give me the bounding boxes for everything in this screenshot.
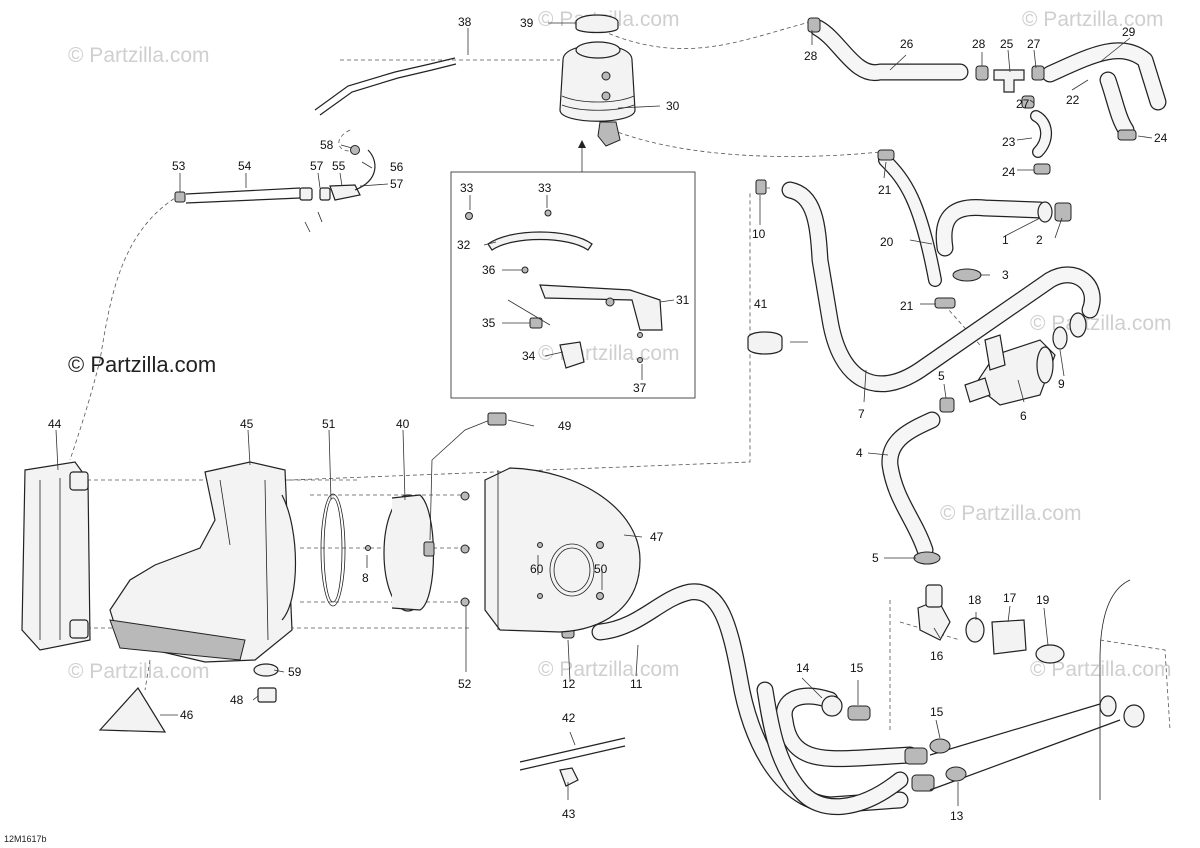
coolant-reservoir [559, 41, 636, 147]
heat-exchanger-cover [484, 467, 641, 633]
callout-24: 24 [1154, 131, 1168, 145]
callout-19: 19 [1036, 593, 1050, 607]
callout-59: 59 [288, 665, 302, 679]
callout-7: 7 [858, 407, 865, 421]
callout-27: 27 [1027, 37, 1041, 51]
radiator [21, 461, 91, 651]
callout-16: 16 [930, 649, 944, 663]
callout-22: 22 [1066, 93, 1080, 107]
callout-26: 26 [900, 37, 914, 51]
callout-37: 37 [633, 381, 647, 395]
watermark: © Partzilla.com [940, 502, 1082, 525]
callout-57: 57 [310, 159, 324, 173]
callout-13: 13 [950, 809, 964, 823]
callout-27: 27 [1016, 97, 1030, 111]
callout-47: 47 [650, 530, 664, 544]
callout-42: 42 [562, 711, 576, 725]
watermark: © Partzilla.com [68, 44, 210, 67]
drawing-code: 12M1617b [4, 834, 47, 844]
callout-52: 52 [458, 677, 472, 691]
callout-49: 49 [558, 419, 572, 433]
callout-14: 14 [796, 661, 810, 675]
watermark-main: © Partzilla.com [68, 352, 216, 377]
watermark: © Partzilla.com [68, 660, 210, 683]
callout-30: 30 [666, 99, 680, 113]
callout-5: 5 [938, 369, 945, 383]
callout-21: 21 [900, 299, 914, 313]
callout-18: 18 [968, 593, 982, 607]
callout-17: 17 [1003, 591, 1017, 605]
callout-36: 36 [482, 263, 496, 277]
callout-11: 11 [630, 677, 643, 691]
callout-39: 39 [520, 16, 534, 30]
callout-28: 28 [804, 49, 818, 63]
callout-51: 51 [322, 417, 336, 431]
callout-60: 60 [530, 562, 544, 576]
watermark: © Partzilla.com [538, 658, 680, 681]
callout-50: 50 [594, 562, 608, 576]
callout-3: 3 [1002, 268, 1009, 282]
callout-10: 10 [752, 227, 766, 241]
callout-4: 4 [856, 446, 863, 460]
callout-1: 1 [1002, 233, 1009, 247]
callout-28: 28 [972, 37, 986, 51]
callout-46: 46 [180, 708, 194, 722]
callout-2: 2 [1036, 233, 1043, 247]
reservoir-cap [575, 14, 619, 34]
callout-58: 58 [320, 138, 334, 152]
callout-40: 40 [396, 417, 410, 431]
watermark: © Partzilla.com [1030, 312, 1172, 335]
callout-54: 54 [238, 159, 252, 173]
callout-56: 56 [390, 160, 404, 174]
callout-41: 41 [754, 297, 768, 311]
callout-31: 31 [676, 293, 690, 307]
callout-23: 23 [1002, 135, 1016, 149]
fan-shroud [109, 461, 297, 663]
callout-45: 45 [240, 417, 254, 431]
watermark: © Partzilla.com [1030, 658, 1172, 681]
callout-33: 33 [460, 181, 474, 195]
callout-12: 12 [562, 677, 576, 691]
callout-24: 24 [1002, 165, 1016, 179]
callout-25: 25 [1000, 37, 1014, 51]
callout-33: 33 [538, 181, 552, 195]
callout-55: 55 [332, 159, 346, 173]
callout-15: 15 [930, 705, 944, 719]
callout-38: 38 [458, 15, 472, 29]
callout-20: 20 [880, 235, 894, 249]
callout-8: 8 [362, 571, 369, 585]
callout-32: 32 [457, 238, 471, 252]
callout-9: 9 [1058, 377, 1065, 391]
callout-6: 6 [1020, 409, 1027, 423]
detail-inset-box [450, 171, 696, 399]
thermostat-housing [964, 334, 1056, 406]
callout-43: 43 [562, 807, 576, 821]
callout-5: 5 [872, 551, 879, 565]
callout-53: 53 [172, 159, 186, 173]
callout-57: 57 [390, 177, 404, 191]
callout-21: 21 [878, 183, 892, 197]
watermark: © Partzilla.com [1022, 8, 1164, 31]
callout-15: 15 [850, 661, 864, 675]
callout-48: 48 [230, 693, 244, 707]
cooling-fan [383, 494, 435, 612]
callout-35: 35 [482, 316, 496, 330]
callout-34: 34 [522, 349, 536, 363]
callout-29: 29 [1122, 25, 1136, 39]
watermark: © Partzilla.com [538, 342, 680, 365]
callout-44: 44 [48, 417, 62, 431]
